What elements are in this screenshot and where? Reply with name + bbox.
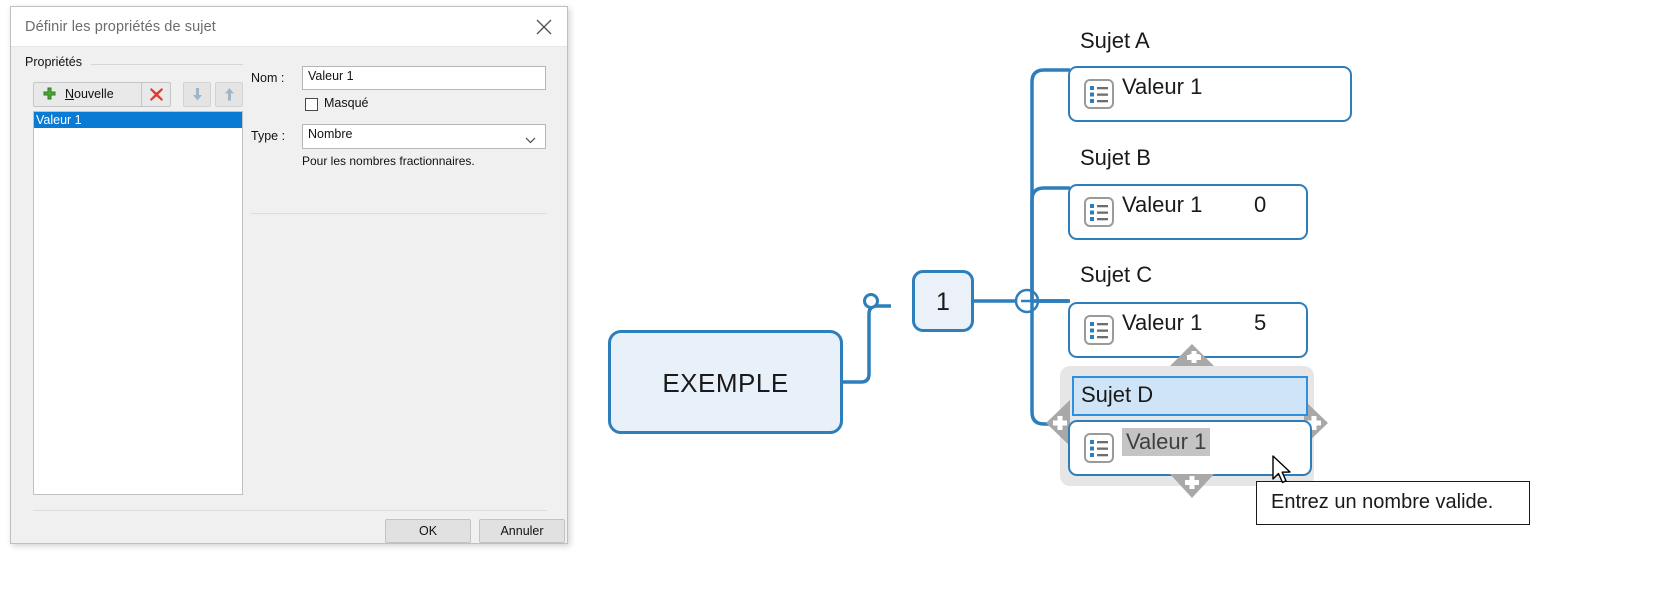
plus-handle-icon bbox=[1170, 344, 1214, 366]
type-hint-text: Pour les nombres fractionnaires. bbox=[302, 154, 475, 168]
branch-value-c: Valeur 1 bbox=[1122, 310, 1203, 335]
plus-icon bbox=[42, 87, 57, 107]
branch-value-a: Valeur 1 bbox=[1122, 74, 1203, 99]
name-field[interactable]: Valeur 1 bbox=[302, 66, 546, 90]
type-select[interactable]: Nombre bbox=[302, 124, 546, 149]
mindmap-connectors bbox=[843, 68, 1070, 426]
center-node-label: 1 bbox=[936, 288, 950, 316]
footer-divider bbox=[33, 510, 547, 511]
name-label: Nom : bbox=[251, 71, 285, 85]
add-handle-top[interactable] bbox=[1170, 344, 1214, 373]
arrow-down-icon bbox=[192, 88, 203, 106]
type-label: Type : bbox=[251, 129, 286, 143]
cancel-button[interactable]: Annuler bbox=[479, 519, 565, 543]
list-item[interactable]: Valeur 1 bbox=[34, 112, 242, 128]
branch-value-d: Valeur 1 bbox=[1122, 428, 1211, 456]
center-node[interactable]: 1 bbox=[912, 270, 974, 332]
list-icon bbox=[1084, 197, 1114, 232]
close-button[interactable] bbox=[521, 7, 567, 45]
properties-group-label: Propriétés bbox=[25, 55, 82, 69]
properties-listbox[interactable]: Valeur 1 bbox=[33, 111, 243, 495]
list-icon bbox=[1084, 315, 1114, 350]
type-select-value: Nombre bbox=[308, 127, 353, 141]
branch-card-b[interactable]: Valeur 1 0 bbox=[1068, 184, 1308, 240]
mindmap-canvas: EXEMPLE 1 Sujet A Valeur 1 Sujet B bbox=[580, 0, 1666, 604]
move-down-button[interactable] bbox=[183, 82, 211, 107]
subject-properties-dialog: Définir les propriétés de sujet Propriét… bbox=[10, 6, 568, 544]
branch-card-a[interactable]: Valeur 1 bbox=[1068, 66, 1352, 122]
dialog-titlebar: Définir les propriétés de sujet bbox=[11, 7, 567, 47]
root-node[interactable]: EXEMPLE bbox=[608, 330, 843, 434]
branch-number-c: 5 bbox=[1254, 310, 1267, 335]
chevron-down-icon bbox=[525, 133, 536, 147]
new-property-button[interactable]: Nouvelle bbox=[33, 82, 145, 107]
add-handle-bottom[interactable] bbox=[1170, 474, 1214, 503]
branch-title-c: Sujet C bbox=[1080, 262, 1153, 287]
form-divider bbox=[251, 213, 547, 214]
list-icon bbox=[1084, 79, 1114, 114]
branch-number-b: 0 bbox=[1254, 192, 1267, 217]
plus-handle-icon bbox=[1170, 474, 1214, 498]
list-icon bbox=[1084, 433, 1114, 468]
delete-x-icon bbox=[149, 87, 164, 107]
ok-button[interactable]: OK bbox=[385, 519, 471, 543]
root-node-label: EXEMPLE bbox=[662, 368, 789, 398]
hidden-checkbox-label: Masqué bbox=[324, 96, 369, 110]
cursor-arrow-icon bbox=[1272, 455, 1294, 492]
checkbox-box[interactable] bbox=[305, 98, 318, 111]
add-handle-left[interactable] bbox=[1046, 400, 1072, 451]
validation-tooltip: Entrez un nombre valide. bbox=[1256, 481, 1530, 525]
branch-title-d-input[interactable]: Sujet D bbox=[1072, 376, 1308, 416]
delete-property-button[interactable] bbox=[141, 82, 171, 107]
validation-tooltip-text: Entrez un nombre valide. bbox=[1271, 491, 1494, 513]
arrow-up-icon bbox=[224, 88, 235, 106]
branch-title-d: Sujet D bbox=[1081, 382, 1154, 407]
branch-title-a: Sujet A bbox=[1080, 28, 1150, 53]
new-property-label: Nouvelle bbox=[65, 87, 114, 101]
plus-handle-icon bbox=[1046, 400, 1070, 446]
move-up-button[interactable] bbox=[215, 82, 243, 107]
close-icon bbox=[536, 19, 552, 35]
branch-title-b: Sujet B bbox=[1080, 145, 1151, 170]
branch-value-b: Valeur 1 bbox=[1122, 192, 1203, 217]
group-divider bbox=[91, 64, 243, 65]
dialog-title: Définir les propriétés de sujet bbox=[25, 19, 216, 35]
